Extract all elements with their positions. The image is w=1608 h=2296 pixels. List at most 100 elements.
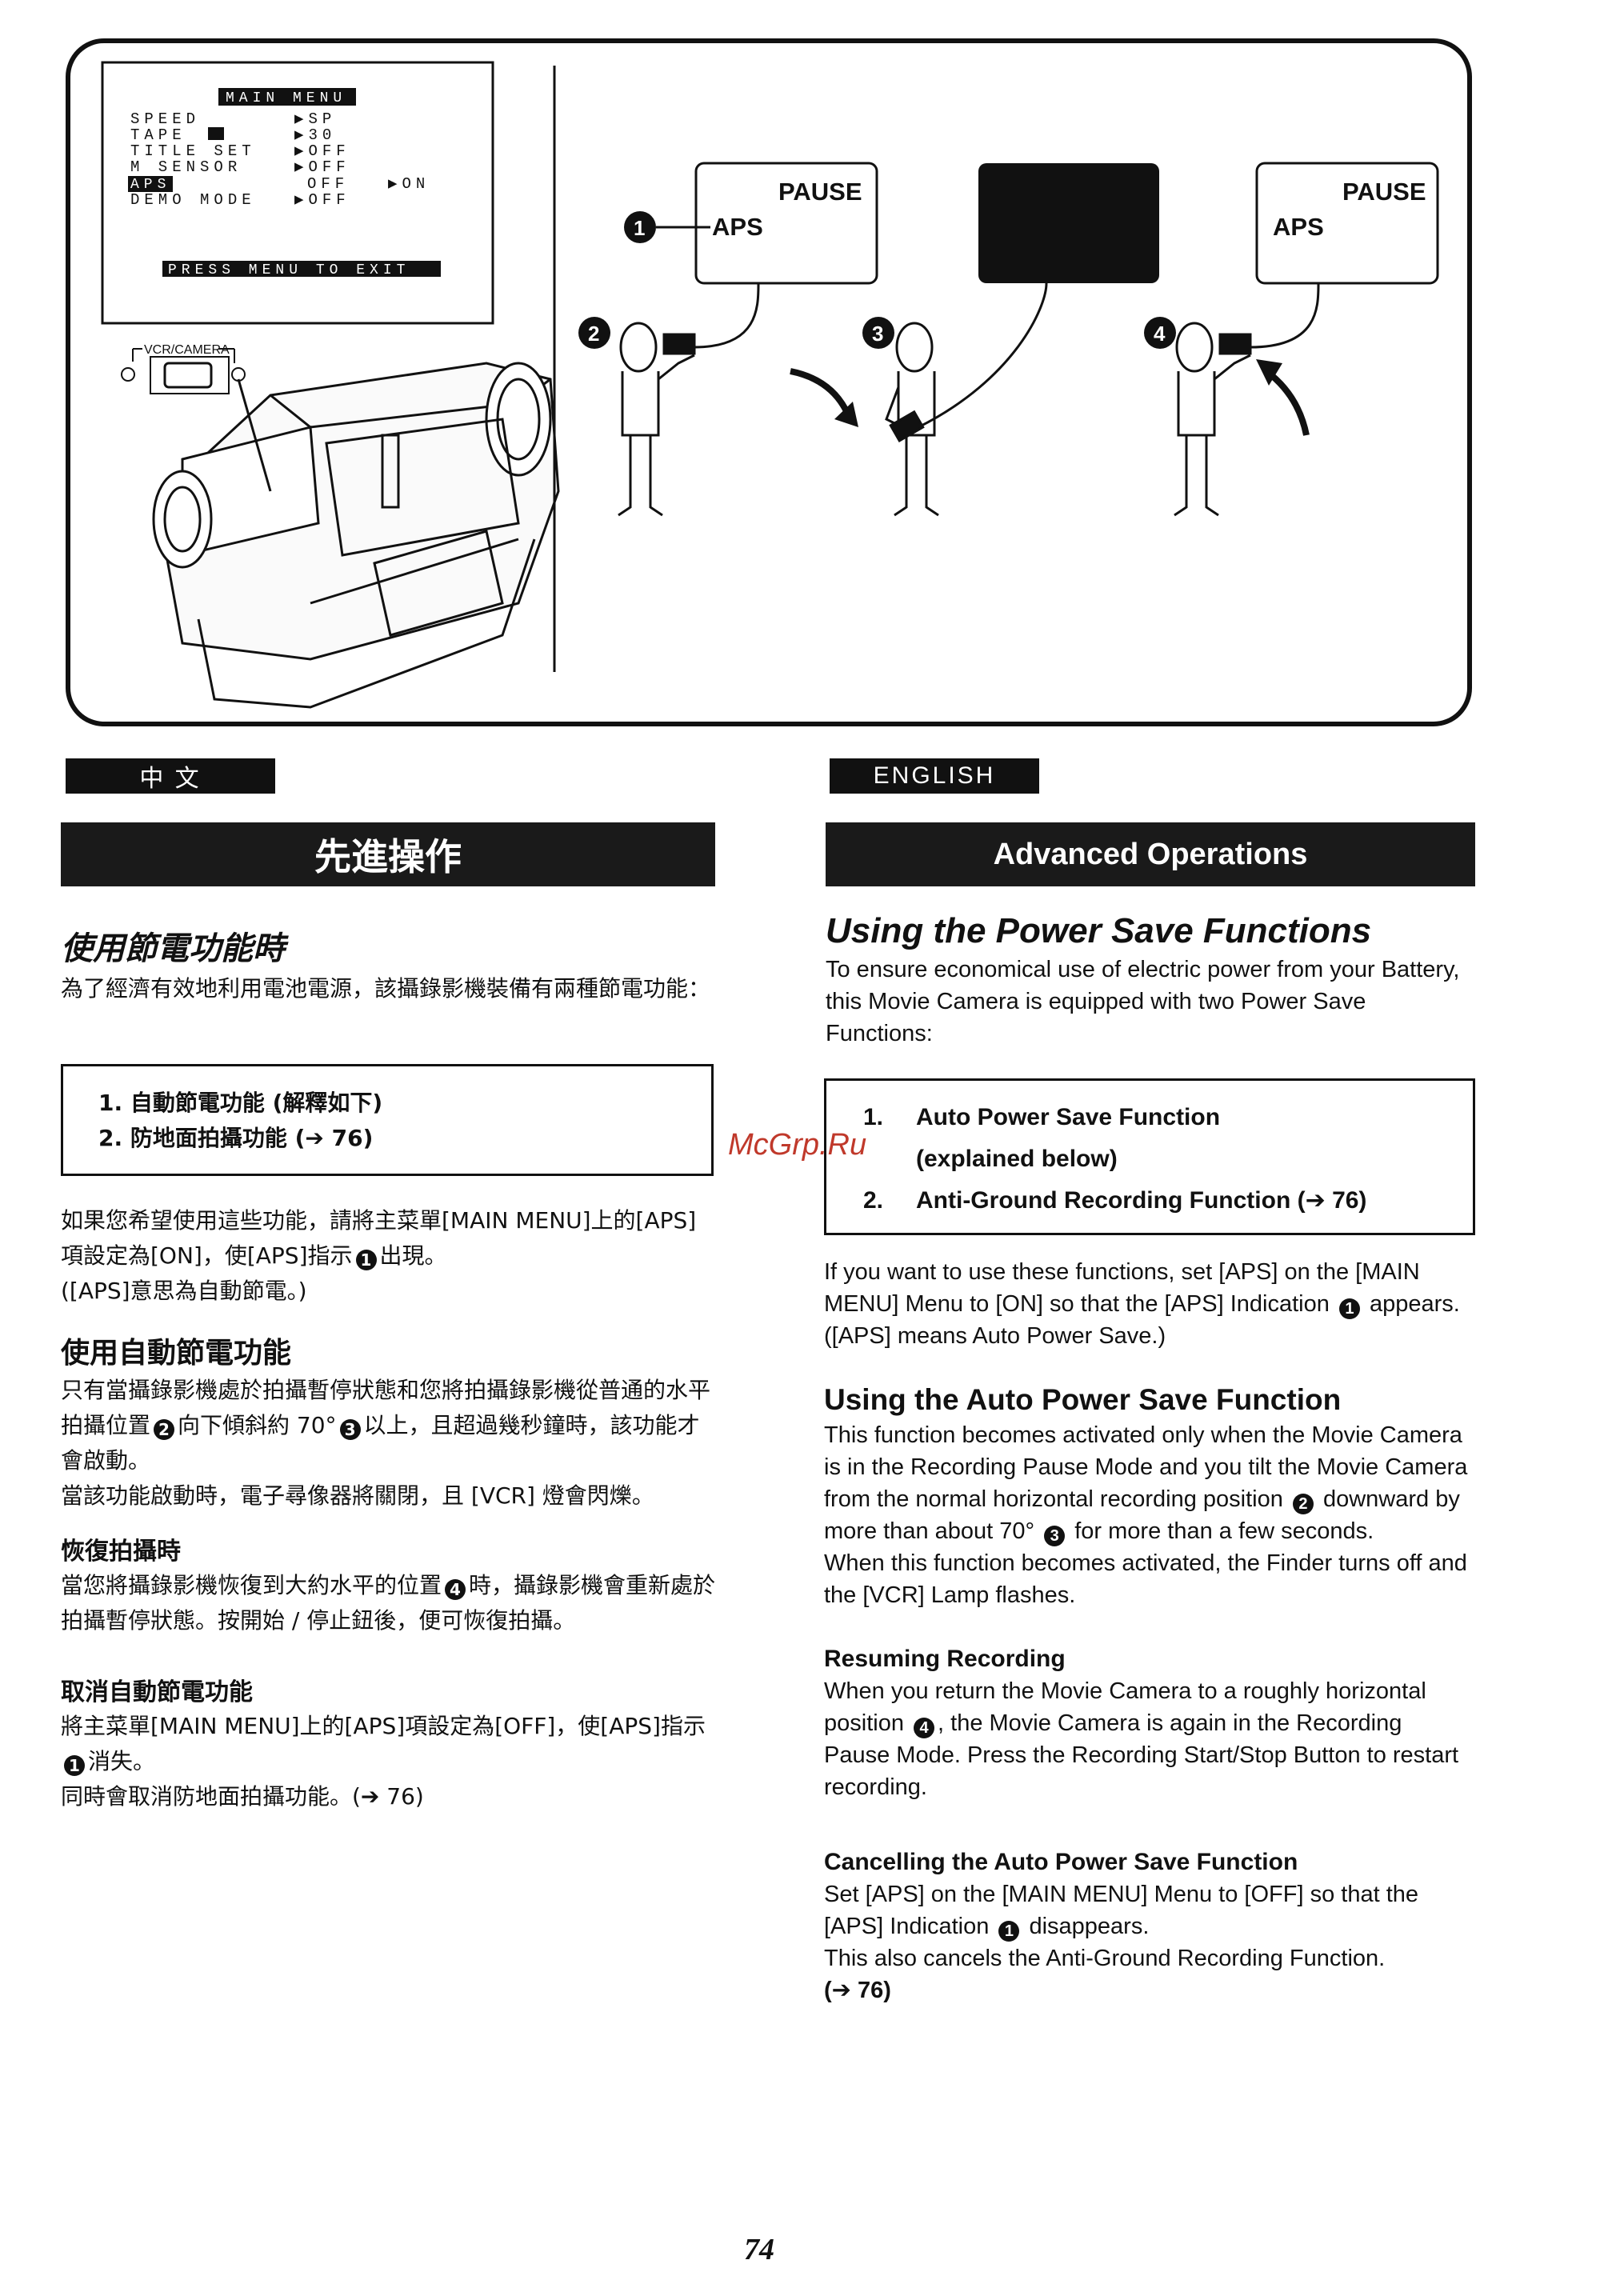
chinese-column: 使用節電功能時 為了經濟有效地利用電池電源，該攝錄影機裝備有兩種節電功能： xyxy=(61,926,717,1006)
chinese-language-tag: 中 文 xyxy=(66,758,275,794)
text: 當您將攝錄影機恢復到大約水平的位置 xyxy=(61,1572,442,1598)
number-4-icon: 4 xyxy=(914,1718,935,1738)
menu-row-value: ▶OFF xyxy=(294,158,350,176)
english-heading-cancel: Cancelling the Auto Power Save Function xyxy=(824,1849,1298,1875)
menu-row-value: OFF xyxy=(307,175,349,193)
finder3-aps: APS xyxy=(1273,213,1324,241)
text: If you want to use these functions, set … xyxy=(824,1259,1420,1317)
number-1-icon: 1 xyxy=(64,1755,85,1776)
number-2-icon: 2 xyxy=(154,1419,175,1440)
menu-row-extra: ▶ON xyxy=(388,175,430,193)
english-auto-activated: When this function becomes activated, th… xyxy=(824,1550,1467,1608)
english-body: If you want to use these functions, set … xyxy=(824,1256,1474,2006)
chinese-body: 如果您希望使用這些功能，請將主菜單[MAIN MENU]上的[APS]項設定為[… xyxy=(61,1203,717,1814)
chinese-function-list: 1. 自動節電功能 (解釋如下) 2. 防地面拍攝功能 (➔ 76) xyxy=(61,1064,714,1176)
list-text: (explained below) xyxy=(916,1146,1118,1172)
chinese-cancel-note: 同時會取消防地面拍攝功能。(➔ 76) xyxy=(61,1783,424,1810)
list-text: Anti-Ground Recording Function (➔ 76) xyxy=(916,1187,1367,1214)
number-3-icon: 3 xyxy=(1044,1526,1066,1546)
switch-slider xyxy=(163,362,213,389)
person-figure-returned xyxy=(1174,282,1320,517)
english-list-item: 1.Auto Power Save Function (explained be… xyxy=(863,1097,1366,1222)
text: 以上，且超過幾秒鐘時，該功能才會啟動。 xyxy=(61,1412,700,1474)
lamp-icon xyxy=(121,367,135,382)
text: 消失。 xyxy=(88,1748,156,1774)
menu-footer-bar xyxy=(162,261,441,277)
text: 將主菜單[MAIN MENU]上的[APS]項設定為[OFF]，使[APS]指示 xyxy=(61,1713,706,1739)
number-1-icon: 1 xyxy=(355,1250,377,1270)
text: This function becomes activated only whe… xyxy=(824,1422,1468,1512)
list-number: 2. xyxy=(98,1125,123,1151)
callout-2-icon xyxy=(578,317,610,349)
chinese-auto-activated: 當該功能啟動時，電子尋像器將關閉，且 [VCR] 燈會閃爍。 xyxy=(61,1482,654,1509)
list-text: 防地面拍攝功能 (➔ 76) xyxy=(130,1125,374,1151)
callout-4-label: 4 xyxy=(1154,322,1166,346)
camcorder-drawing xyxy=(152,362,560,709)
menu-row-label-aps: APS xyxy=(130,177,170,193)
page-number: 74 xyxy=(744,2233,774,2266)
tilt-down-arrow xyxy=(790,368,850,413)
callout-2-label: 2 xyxy=(588,322,599,346)
number-1-icon: 1 xyxy=(1338,1298,1360,1319)
finder1-aps: APS xyxy=(712,213,763,241)
list-text: 自動節電功能 (解釋如下) xyxy=(130,1090,383,1116)
chinese-banner: 先進操作 xyxy=(61,822,715,886)
english-section-title: Using the Power Save Functions xyxy=(826,911,1372,950)
callout-1-label: 1 xyxy=(634,216,645,240)
text: appears. xyxy=(1369,1291,1460,1317)
text: 出現。 xyxy=(379,1242,447,1269)
chinese-cancel-desc: 將主菜單[MAIN MENU]上的[APS]項設定為[OFF]，使[APS]指示… xyxy=(61,1709,717,1779)
chinese-heading-resume: 恢復拍攝時 xyxy=(61,1538,181,1566)
text: disappears. xyxy=(1029,1914,1150,1939)
menu-aps-highlight xyxy=(128,176,173,192)
list-number: 1. xyxy=(98,1090,123,1116)
menu-row-label: SPEED xyxy=(130,110,200,128)
number-4-icon: 4 xyxy=(445,1579,466,1600)
chinese-list-item: 2. 防地面拍攝功能 (➔ 76) xyxy=(98,1121,373,1156)
english-cancel-note: This also cancels the Anti-Ground Record… xyxy=(824,1946,1386,1971)
menu-row-label: TAPE xyxy=(130,126,186,144)
chinese-heading-auto: 使用自動節電功能 xyxy=(61,1337,292,1370)
menu-screen xyxy=(101,61,494,325)
callout-3-icon xyxy=(862,317,894,349)
english-cancel-desc: Set [APS] on the [MAIN MENU] Menu to [OF… xyxy=(824,1878,1474,1942)
menu-row-value: ▶SP xyxy=(294,110,336,128)
menu-row-value: ▶OFF xyxy=(294,191,350,209)
english-aps-meaning: ([APS] means Auto Power Save.) xyxy=(824,1323,1166,1349)
chinese-aps-setting: 如果您希望使用這些功能，請將主菜單[MAIN MENU]上的[APS]項設定為[… xyxy=(61,1203,717,1274)
english-banner: Advanced Operations xyxy=(826,822,1475,886)
number-2-icon: 2 xyxy=(1292,1494,1314,1514)
english-heading-resume: Resuming Recording xyxy=(824,1646,1066,1672)
text: 向下傾斜約 70° xyxy=(178,1412,337,1438)
person-figure-level xyxy=(618,282,760,517)
english-cancel-ref: (➔ 76) xyxy=(824,1978,891,2003)
callout-4-icon xyxy=(1144,317,1176,349)
vcr-camera-switch: VCR/CAMERA xyxy=(121,343,246,394)
english-heading-auto: Using the Auto Power Save Function xyxy=(824,1383,1342,1416)
text: When you return the Movie Camera to a ro… xyxy=(824,1678,1426,1736)
list-number: 2. xyxy=(863,1187,884,1214)
english-resume-desc: When you return the Movie Camera to a ro… xyxy=(824,1675,1474,1803)
menu-row-label: M SENSOR xyxy=(130,158,242,176)
english-language-tag: ENGLISH xyxy=(830,758,1039,794)
text: 只有當攝錄影機處於拍攝暫停狀態和您將拍攝錄影機從普通的水平拍攝位置 xyxy=(61,1377,711,1438)
callout-3-label: 3 xyxy=(872,322,883,346)
english-auto-desc: This function becomes activated only whe… xyxy=(824,1419,1474,1547)
chinese-aps-meaning: ([APS]意思為自動節電。) xyxy=(61,1278,307,1304)
text: for more than a few seconds. xyxy=(1074,1518,1374,1544)
menu-title-bar xyxy=(218,88,356,106)
callout-1-icon xyxy=(624,211,656,243)
chinese-heading-cancel: 取消自動節電功能 xyxy=(61,1678,253,1706)
chinese-intro: 為了經濟有效地利用電池電源，該攝錄影機裝備有兩種節電功能： xyxy=(61,975,711,1002)
menu-footer: PRESS MENU TO EXIT xyxy=(168,262,410,278)
chinese-section-title: 使用節電功能時 xyxy=(61,930,285,967)
menu-row-value: ▶OFF xyxy=(294,142,350,160)
menu-title: MAIN MENU xyxy=(226,90,346,106)
english-column: Using the Power Save Functions To ensure… xyxy=(826,909,1474,1050)
english-function-list: 1.Auto Power Save Function (explained be… xyxy=(824,1078,1475,1235)
finder-display-3 xyxy=(1255,162,1439,285)
menu-row-label: DEMO MODE xyxy=(130,191,256,209)
watermark: McGrp.Ru xyxy=(728,1128,867,1162)
